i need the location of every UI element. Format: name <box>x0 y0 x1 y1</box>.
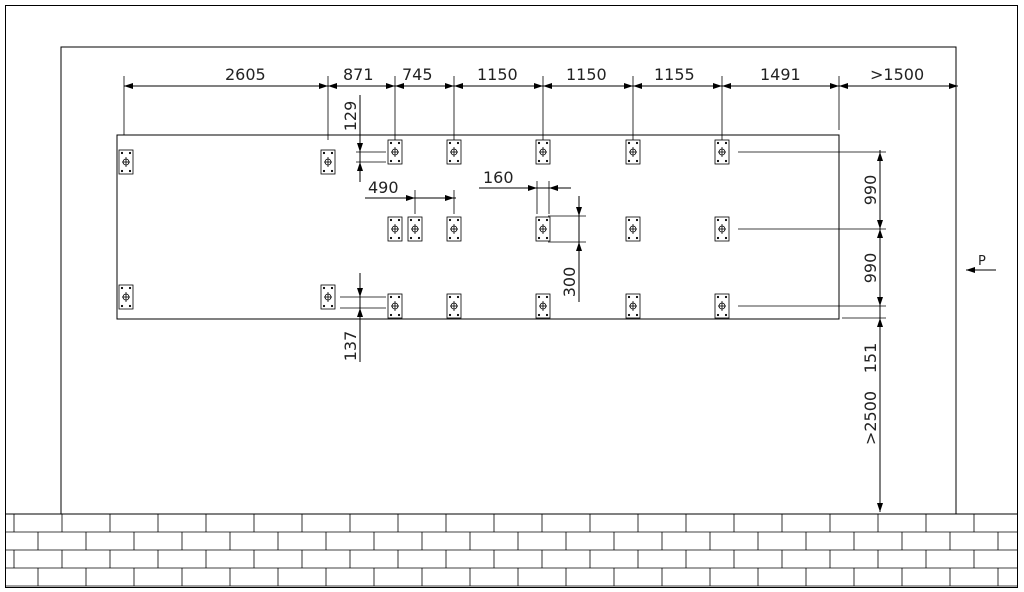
pressure-arrow: P <box>966 254 996 273</box>
dimension-300: 300 <box>548 196 586 302</box>
dim-871: 871 <box>343 65 374 84</box>
brick-wall <box>5 513 1018 587</box>
dimension-490: 490 <box>365 178 456 214</box>
dim-1150-b: 1150 <box>566 65 607 84</box>
anchor-plate <box>535 216 551 242</box>
anchor-plate <box>446 216 462 242</box>
dim-over-2500: >2500 <box>861 391 880 445</box>
dim-990-b: 990 <box>861 253 880 284</box>
anchor-plate <box>535 293 551 319</box>
anchor-plate <box>446 139 462 165</box>
right-dimension-chain: 990 990 151 >2500 <box>738 150 886 512</box>
top-dimension-chain: 2605 871 745 1150 1150 1155 1491 >1500 <box>123 65 958 140</box>
anchor-plate <box>320 149 336 175</box>
pressure-label: P <box>978 254 986 269</box>
anchor-plate <box>320 284 336 310</box>
dim-990-a: 990 <box>861 175 880 206</box>
anchor-plate <box>714 293 730 319</box>
anchor-plate <box>387 139 403 165</box>
anchor-plate <box>625 216 641 242</box>
anchor-plate <box>714 216 730 242</box>
dim-160: 160 <box>483 168 514 187</box>
dimension-137: 137 <box>340 273 386 362</box>
dim-129: 129 <box>341 101 360 132</box>
dim-151: 151 <box>861 343 880 374</box>
room-outline <box>60 46 957 514</box>
anchor-plate <box>446 293 462 319</box>
anchor-plate <box>625 293 641 319</box>
platform-slab <box>116 134 840 320</box>
dim-over-1500: >1500 <box>870 65 924 84</box>
dim-1155: 1155 <box>654 65 695 84</box>
dim-300: 300 <box>560 267 579 298</box>
anchor-plate <box>714 139 730 165</box>
anchor-plate <box>118 284 134 310</box>
dim-1491: 1491 <box>760 65 801 84</box>
dim-1150-a: 1150 <box>477 65 518 84</box>
dim-137: 137 <box>341 331 360 362</box>
anchor-plate <box>387 293 403 319</box>
anchor-plate <box>407 216 423 242</box>
anchor-plate <box>387 216 403 242</box>
anchor-plate <box>625 139 641 165</box>
drawing-frame <box>5 5 1018 588</box>
anchor-plate <box>535 139 551 165</box>
dim-745: 745 <box>402 65 433 84</box>
anchor-plates <box>118 139 730 319</box>
dim-2605: 2605 <box>225 65 266 84</box>
dimension-160: 160 <box>479 168 571 214</box>
anchor-plate <box>118 149 134 175</box>
dimension-129: 129 <box>341 95 386 182</box>
dim-490: 490 <box>368 178 399 197</box>
